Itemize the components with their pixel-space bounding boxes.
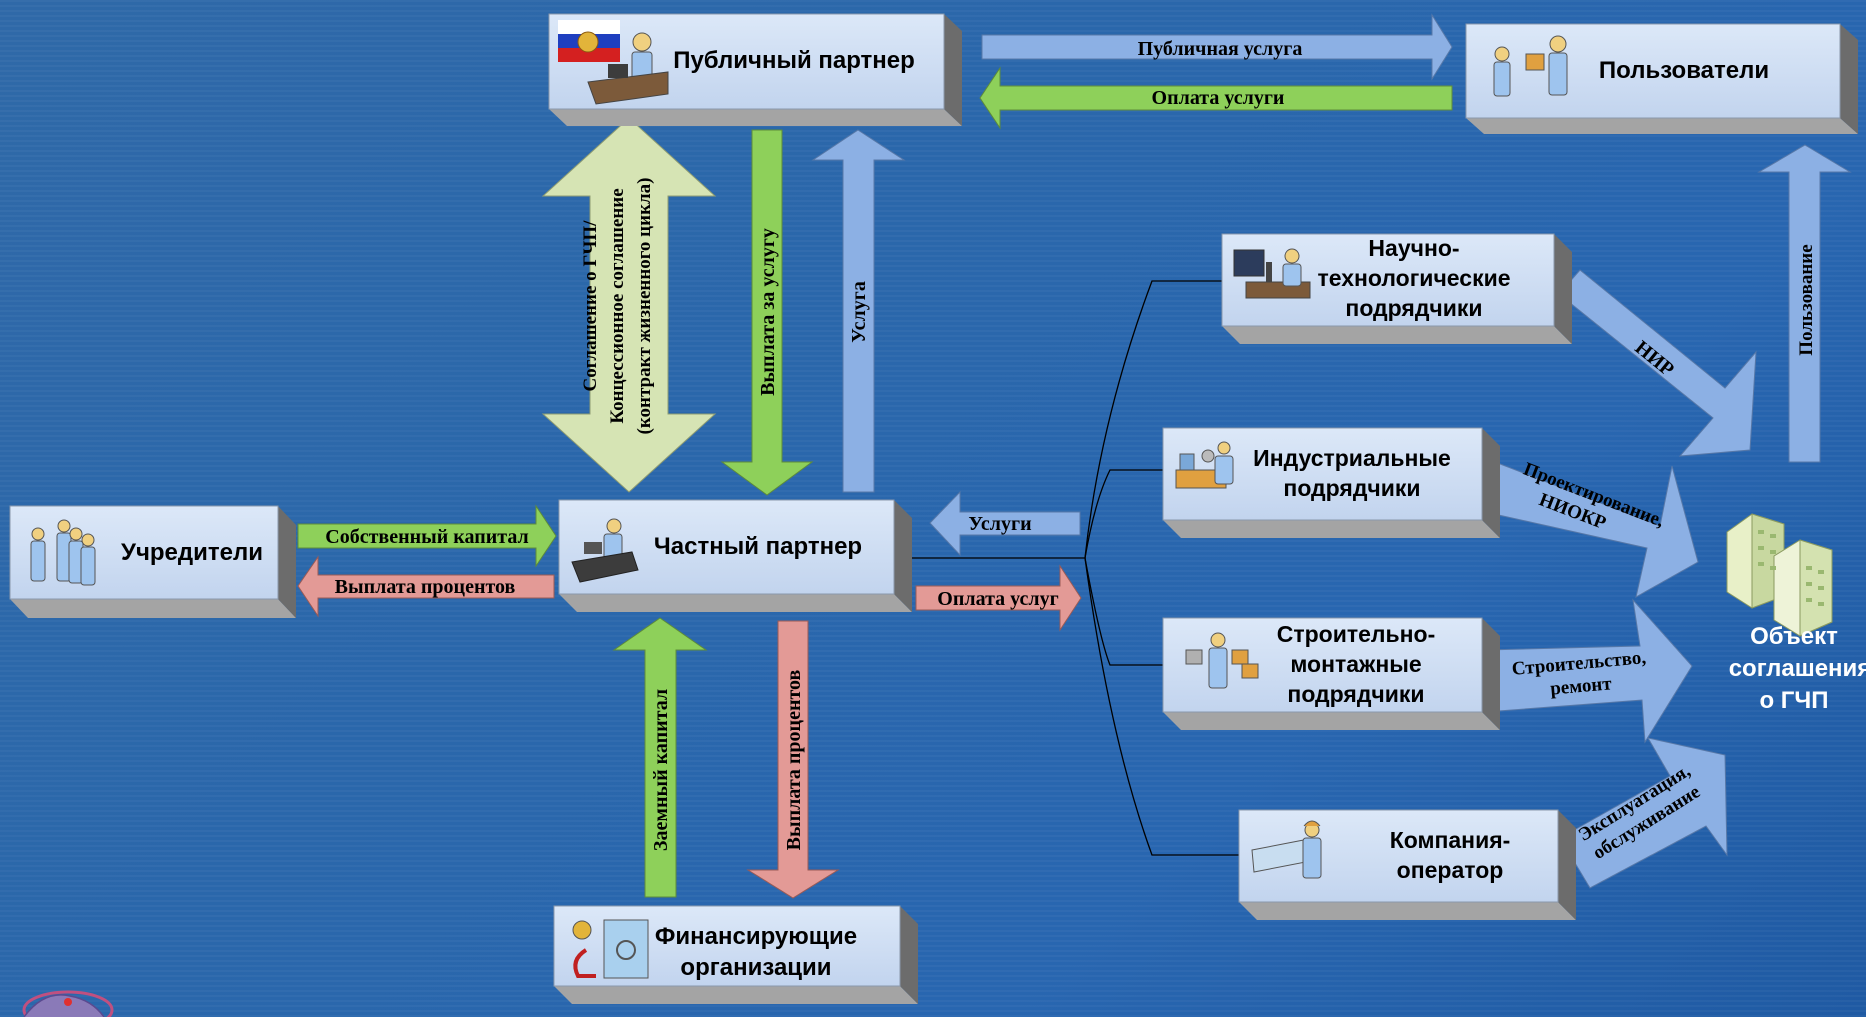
founders-group-icon (30, 519, 96, 586)
ppp-object-line-1: Объект (1750, 623, 1838, 650)
box-founders: Учредители (9, 505, 296, 618)
ppp-object-line-2: соглашения (1729, 655, 1866, 682)
arrow-services-payment-out: Оплата услуг (915, 564, 1082, 632)
box-industrial-line-2: подрядчики (1283, 475, 1420, 501)
builder-bricks-icon (1185, 632, 1259, 689)
worker-at-desk-icon (587, 32, 669, 105)
arrow-design: Проектирование, НИОКР (1484, 459, 1699, 598)
arrow-construction: Строительство, ремонт (1484, 598, 1693, 744)
box-founders-label: Учредители (121, 539, 263, 566)
industrial-machinery-icon (1175, 441, 1234, 489)
agreement-line-3: (контракт жизненного цикла) (634, 177, 655, 434)
arrow-interest-founders-label: Выплата процентов (335, 576, 516, 598)
people-exchange-icon (1493, 35, 1568, 97)
box-private-partner-label: Частный партнер (654, 533, 862, 560)
box-construction-line-2: монтажные (1290, 651, 1421, 677)
box-financing: Финансирующие организации (553, 905, 918, 1004)
box-users: Пользователи (1465, 23, 1858, 134)
arrow-usage: Пользование (1757, 144, 1852, 463)
safe-icon (572, 919, 649, 979)
box-construction-line-3: подрядчики (1287, 681, 1424, 707)
box-operator: Компания- оператор (1238, 809, 1576, 920)
box-public-partner: Публичный партнер (548, 13, 962, 126)
arrow-agreement: Соглашение о ГЧП/ Концессионное соглашен… (541, 117, 717, 493)
arrow-interest-financing: Выплата процентов (746, 620, 840, 899)
arrow-rnd: НИР (1558, 269, 1757, 457)
arrow-services-in: Услуги (929, 490, 1081, 557)
arrow-service-payment: Оплата услуги (979, 66, 1453, 130)
arrow-services-payment-out-label: Оплата услуг (937, 588, 1058, 610)
box-construction-line-1: Строительно- (1277, 621, 1436, 647)
box-private-partner: Частный партнер (558, 499, 912, 612)
arrow-operation: Эксплуатация, обслуживание (1559, 737, 1728, 889)
box-public-partner-label: Публичный партнер (673, 47, 915, 74)
box-financing-line-2: организации (680, 954, 831, 981)
box-operator-line-2: оператор (1397, 857, 1504, 883)
buildings-icon (1726, 513, 1833, 637)
worker-at-desk-icon (571, 518, 639, 583)
arrow-payment-for-service: Выплата за услугу (720, 129, 814, 496)
arrow-usage-label: Пользование (1796, 244, 1817, 355)
arrow-service-label: Услуга (848, 281, 870, 343)
box-users-label: Пользователи (1599, 57, 1769, 84)
box-operator-line-1: Компания- (1390, 827, 1511, 853)
russian-flag-icon (558, 20, 620, 62)
arrow-interest-financing-label: Выплата процентов (783, 669, 805, 850)
agreement-line-2: Концессионное соглашение (607, 188, 628, 423)
agreement-line-1: Соглашение о ГЧП/ (580, 220, 601, 392)
box-industrial: Индустриальные подрядчики (1162, 427, 1500, 538)
box-sci-tech: Научно- технологические подрядчики (1221, 233, 1572, 344)
box-financing-line-1: Финансирующие (655, 923, 857, 950)
emblem-logo (22, 990, 114, 1017)
ppp-object: Объект соглашения о ГЧП (1726, 513, 1866, 714)
box-sci-tech-line-2: технологические (1317, 265, 1510, 291)
operator-blueprint-icon (1251, 820, 1322, 879)
connector-tree (906, 280, 1241, 856)
arrow-loan: Заемный капитал (612, 617, 708, 898)
arrow-public-service-label: Публичная услуга (1138, 38, 1303, 60)
arrow-service: Услуга (811, 129, 906, 493)
arrow-interest-founders: Выплата процентов (297, 555, 555, 618)
box-industrial-line-1: Индустриальные (1253, 445, 1451, 471)
ppp-object-line-3: о ГЧП (1759, 687, 1828, 714)
arrow-payment-for-service-label: Выплата за услугу (757, 228, 779, 396)
box-construction: Строительно- монтажные подрядчики (1162, 617, 1500, 730)
box-sci-tech-line-3: подрядчики (1345, 295, 1482, 321)
arrow-equity: Собственный капитал (297, 504, 557, 568)
box-sci-tech-line-1: Научно- (1368, 235, 1459, 261)
arrow-equity-label: Собственный капитал (325, 526, 528, 548)
arrow-loan-label: Заемный капитал (650, 689, 672, 851)
arrow-public-service: Публичная услуга (981, 13, 1453, 81)
arrow-services-in-label: Услуги (968, 513, 1031, 535)
scientist-microscope-icon (1233, 248, 1311, 299)
arrow-service-payment-label: Оплата услуги (1152, 87, 1285, 109)
